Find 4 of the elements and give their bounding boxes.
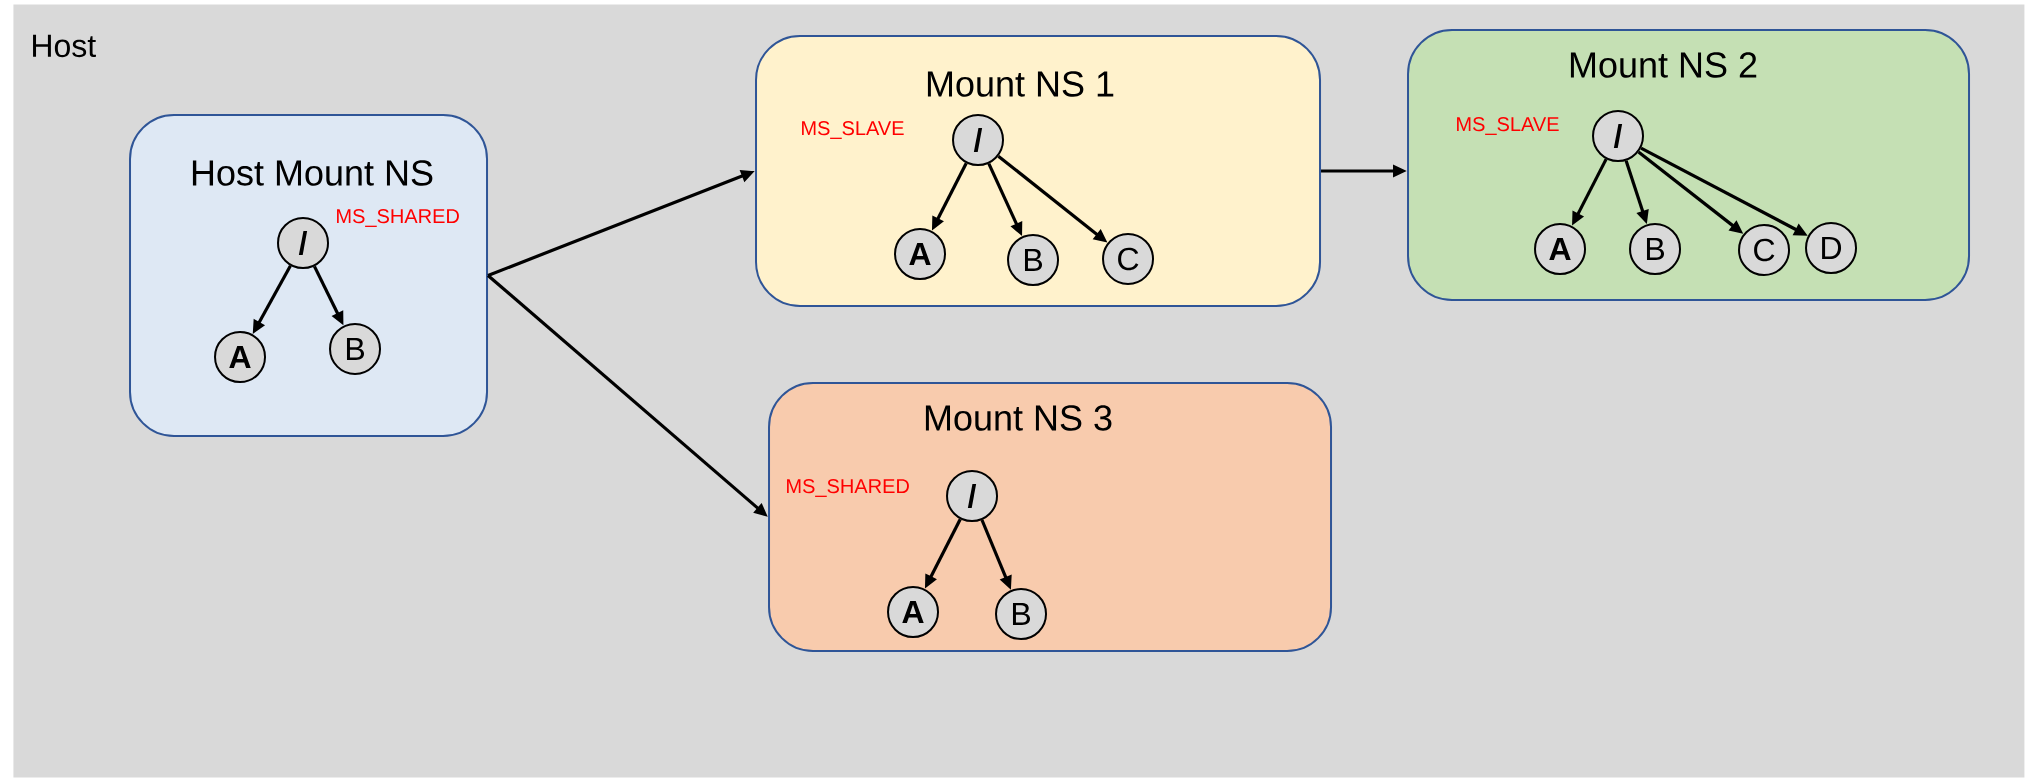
propagation-label: MS_SLAVE: [1457, 117, 1559, 135]
propagation-label: MS_SHARED: [337, 209, 459, 227]
propagation-label: MS_SHARED: [787, 479, 909, 497]
propagation-label: MS_SLAVE: [802, 121, 904, 139]
